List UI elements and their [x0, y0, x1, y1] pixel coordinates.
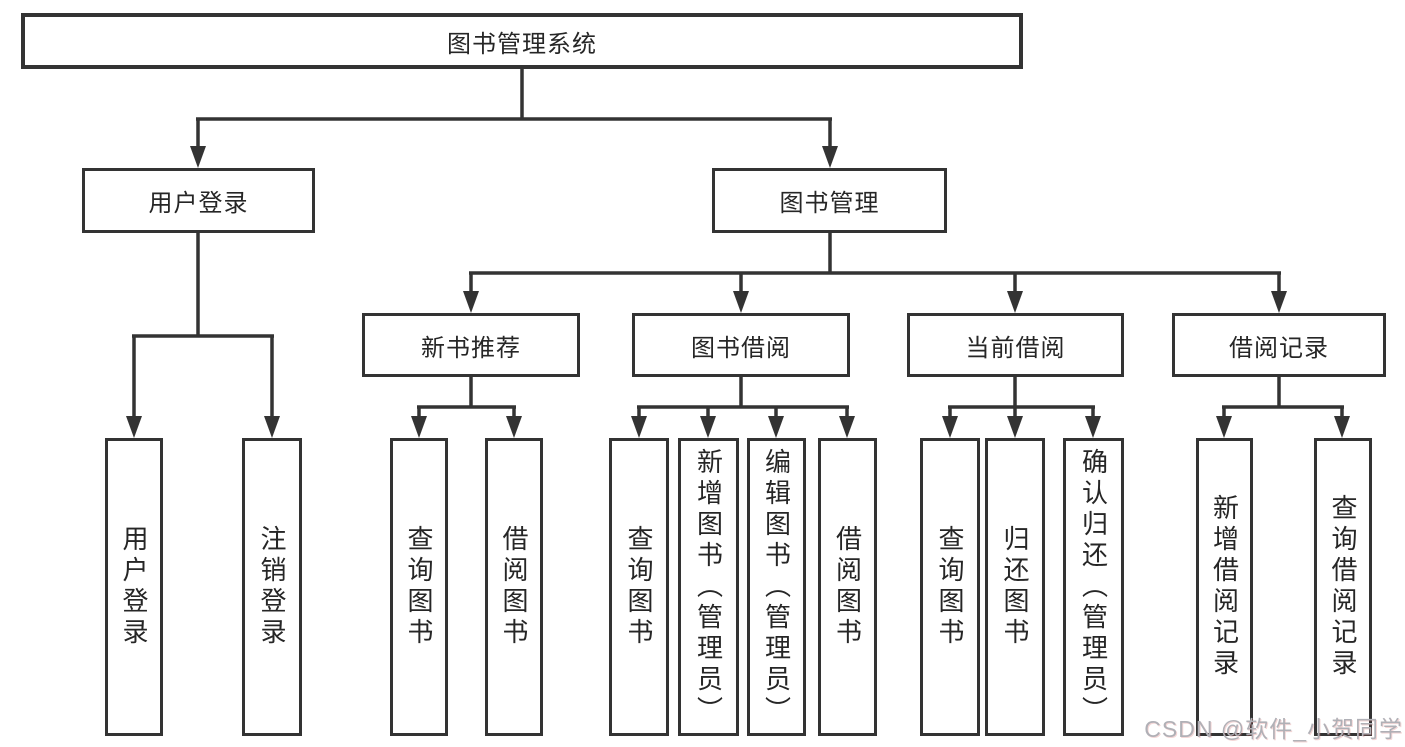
leaf-current-return-books-label: 归还图书: [1000, 525, 1030, 649]
connector-records-to-leaves: [1222, 377, 1344, 420]
csdn-watermark: CSDN @软件_小贺同学: [1144, 716, 1403, 742]
leaf-borrow-borrow-books-label: 借阅图书: [832, 525, 863, 649]
leaf-user-login: 用户登录: [105, 438, 163, 736]
arrowhead: [1334, 416, 1350, 438]
leaf-current-return-books: 归还图书: [985, 438, 1045, 736]
arrowhead: [506, 416, 522, 438]
leaf-borrow-edit-books-admin-label: 编辑图书（管理员）: [761, 447, 792, 727]
leaf-current-confirm-return-admin: 确认归还（管理员）: [1063, 438, 1124, 736]
root-node-label: 图书管理系统: [447, 30, 597, 58]
leaf-recommend-borrow-books: 借阅图书: [485, 438, 543, 736]
leaf-records-query-record: 查询借阅记录: [1314, 438, 1372, 736]
arrowhead: [1007, 291, 1023, 313]
leaf-records-query-record-label: 查询借阅记录: [1328, 494, 1358, 680]
arrowhead: [768, 416, 784, 438]
node-user-login: 用户登录: [82, 168, 315, 233]
leaf-logout: 注销登录: [242, 438, 302, 736]
leaf-records-add-record-label: 新增借阅记录: [1209, 494, 1240, 680]
arrowhead: [411, 416, 427, 438]
node-book-management: 图书管理: [712, 168, 947, 233]
node-new-book-recommend-label: 新书推荐: [421, 334, 521, 362]
node-borrowing-records: 借阅记录: [1172, 313, 1386, 377]
connector-recommend-to-leaves: [417, 377, 516, 420]
node-user-login-label: 用户登录: [148, 190, 249, 217]
arrowhead: [126, 416, 142, 438]
leaf-recommend-borrow-books-label: 借阅图书: [499, 525, 529, 649]
leaf-borrow-query-books: 查询图书: [609, 438, 669, 736]
arrowhead: [264, 416, 280, 438]
arrowhead: [190, 146, 206, 168]
root-node-library-system: 图书管理系统: [21, 13, 1023, 69]
node-borrowing-records-label: 借阅记录: [1229, 334, 1329, 362]
arrowhead: [631, 416, 647, 438]
node-current-borrowing: 当前借阅: [907, 313, 1124, 377]
arrowhead: [1007, 416, 1023, 438]
node-book-borrowing: 图书借阅: [632, 313, 850, 377]
arrowhead: [733, 291, 749, 313]
leaf-current-query-books-label: 查询图书: [935, 525, 965, 649]
node-current-borrowing-label: 当前借阅: [965, 334, 1066, 362]
connector-current-to-leaves: [948, 377, 1095, 420]
node-new-book-recommend: 新书推荐: [362, 313, 580, 377]
arrowhead: [700, 416, 716, 438]
arrowhead: [463, 291, 479, 313]
leaf-recommend-query-books: 查询图书: [390, 438, 448, 736]
arrowhead: [822, 146, 838, 168]
arrowhead: [942, 416, 958, 438]
arrowhead: [1271, 291, 1287, 313]
leaf-current-query-books: 查询图书: [920, 438, 980, 736]
leaf-borrow-borrow-books: 借阅图书: [818, 438, 877, 736]
arrowhead: [1085, 416, 1101, 438]
leaf-records-add-record: 新增借阅记录: [1196, 438, 1253, 736]
node-book-borrowing-label: 图书借阅: [691, 334, 791, 362]
leaf-current-confirm-return-admin-label: 确认归还（管理员）: [1078, 447, 1109, 727]
leaf-recommend-query-books-label: 查询图书: [404, 525, 434, 649]
leaf-borrow-add-books-admin-label: 新增图书（管理员）: [693, 447, 724, 727]
leaf-user-login-label: 用户登录: [119, 525, 149, 649]
leaf-borrow-query-books-label: 查询图书: [624, 525, 654, 649]
leaf-borrow-add-books-admin: 新增图书（管理员）: [678, 438, 739, 736]
connector-bookmgmt-to-level3: [469, 233, 1281, 295]
leaf-borrow-edit-books-admin: 编辑图书（管理员）: [747, 438, 806, 736]
node-book-management-label: 图书管理: [779, 190, 880, 217]
connector-borrow-to-leaves: [637, 377, 849, 420]
connector-root-to-level2: [196, 69, 832, 150]
leaf-logout-label: 注销登录: [257, 525, 287, 649]
arrowhead: [839, 416, 855, 438]
connector-userlogin-to-leaves: [132, 233, 274, 420]
arrowhead: [1216, 416, 1232, 438]
